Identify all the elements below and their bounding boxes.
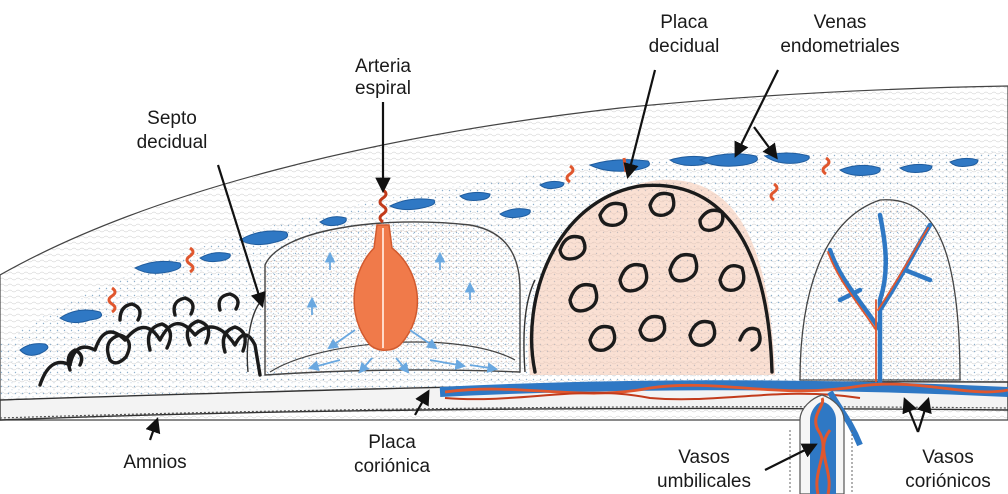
label-septo-2: decidual [137,132,208,153]
label-vasos-umbilicales-1: Vasos [678,447,729,468]
label-arteria-espiral-1: Arteria [355,56,411,77]
label-placa-corionica-1: Placa [368,432,416,453]
label-placa-decidual-2: decidual [649,36,720,57]
arrow-amnios [150,420,157,440]
label-venas-2: endometriales [780,36,899,57]
label-amnios: Amnios [123,452,186,473]
label-septo-1: Septo [147,108,197,129]
label-placa-corionica-2: coriónica [354,456,430,477]
label-placa-decidual-1: Placa [660,12,708,33]
label-vasos-umbilicales-2: umbilicales [657,471,751,492]
label-venas-1: Venas [814,12,867,33]
label-vasos-corionicos-1: Vasos [922,447,973,468]
label-vasos-corionicos-2: coriónicos [905,471,991,492]
label-arteria-espiral-2: espiral [355,78,411,99]
